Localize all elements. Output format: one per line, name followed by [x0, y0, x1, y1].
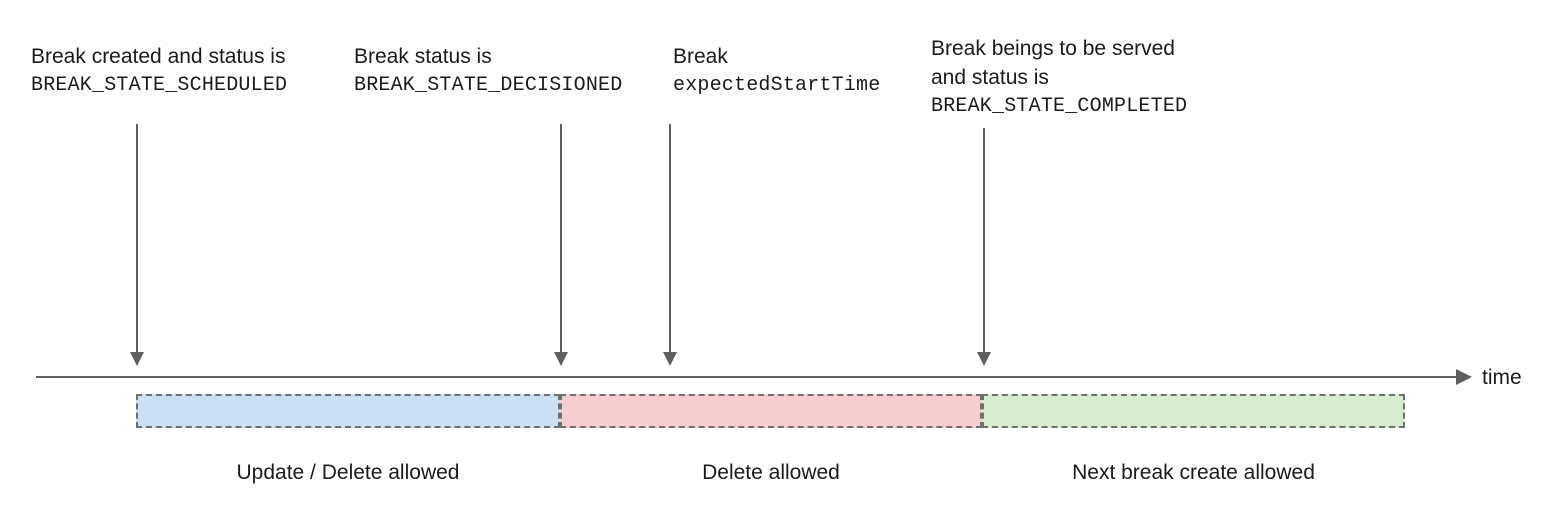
annotation-line: Break — [673, 45, 728, 68]
arrow-down-icon-completed — [977, 128, 991, 366]
annotation-line-code: expectedStartTime — [673, 74, 881, 97]
arrow-head — [663, 352, 677, 366]
phase-bar-update-delete — [136, 394, 560, 428]
time-axis-label: time — [1482, 366, 1522, 389]
annotation-line-code: BREAK_STATE_COMPLETED — [931, 95, 1188, 118]
arrow-shaft — [983, 128, 985, 352]
annotation-line-code: BREAK_STATE_DECISIONED — [354, 74, 623, 97]
annotation-decisioned: Break status is BREAK_STATE_DECISIONED — [354, 42, 622, 100]
time-axis-line — [36, 376, 1464, 378]
arrow-right-icon — [1456, 369, 1472, 385]
annotation-line: Break beings to be served — [931, 37, 1175, 60]
phase-caption-update-delete: Update / Delete allowed — [236, 461, 460, 484]
annotation-completed: Break beings to be served and status is … — [931, 34, 1187, 121]
arrow-shaft — [136, 124, 138, 352]
annotation-line-code: BREAK_STATE_SCHEDULED — [31, 74, 288, 97]
phase-caption-delete-only: Delete allowed — [702, 461, 840, 484]
arrow-down-icon-expected-start-time — [663, 124, 677, 366]
arrow-head — [977, 352, 991, 366]
annotation-line: and status is — [931, 66, 1049, 89]
arrow-head — [130, 352, 144, 366]
arrow-down-icon-decisioned — [554, 124, 568, 366]
arrow-shaft — [560, 124, 562, 352]
annotation-scheduled: Break created and status is BREAK_STATE_… — [31, 42, 287, 100]
annotation-line: Break status is — [354, 45, 492, 68]
annotation-line: Break created and status is — [31, 45, 286, 68]
phase-bar-delete-only — [560, 394, 982, 428]
arrow-shaft — [669, 124, 671, 352]
phase-bar-next-break-create — [982, 394, 1405, 428]
phase-caption-next-break-create: Next break create allowed — [1072, 461, 1315, 484]
annotation-expected-start-time: Break expectedStartTime — [673, 42, 880, 100]
arrow-head — [554, 352, 568, 366]
arrow-down-icon-scheduled — [130, 124, 144, 366]
